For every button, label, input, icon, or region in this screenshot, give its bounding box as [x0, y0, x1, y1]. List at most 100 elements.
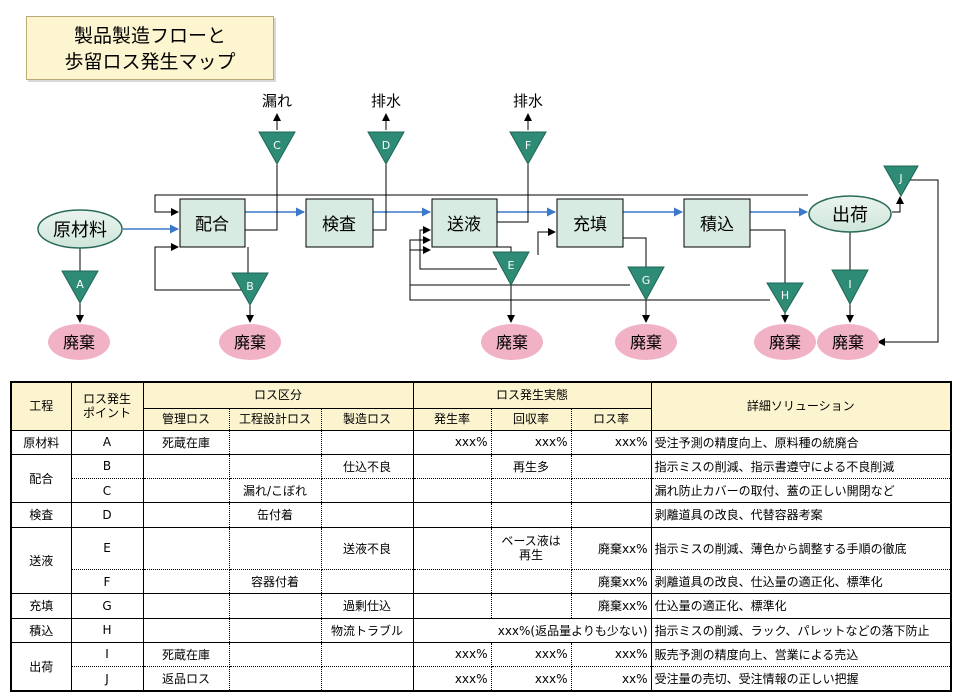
table-row: 配合 B 仕込不良 再生多 指示ミスの削減、指示書遵守による不良削減 [10, 453, 952, 504]
row-point: D [70, 502, 144, 528]
drain-label-d: 排水 [371, 92, 401, 110]
process-boxes: 配合 検査 送液 充填 積込 [179, 198, 751, 248]
shipping-node: 出荷 [808, 195, 892, 233]
row-loss-rate [570, 478, 652, 504]
loss-point-j: J [883, 165, 919, 198]
row-design [228, 526, 322, 571]
row-occurrence: xxx% [412, 429, 492, 455]
row-recovery: 再生多 [490, 453, 572, 480]
line-inspect-d [373, 164, 387, 231]
row-process: 原材料 [10, 429, 72, 455]
row-loss-rate [570, 502, 652, 528]
title-line-2: 歩留ロス発生マップ [64, 51, 236, 73]
row-occurrence: xxx% [412, 641, 492, 668]
row-manufacturing [320, 429, 414, 455]
drain-label-f: 排水 [513, 92, 543, 110]
waste-g: 廃棄 [615, 324, 677, 360]
flow-diagram: 原材料 配合 検査 送液 充填 積込 [37, 92, 939, 360]
loss-point-d: D [367, 131, 405, 166]
row-design [228, 429, 322, 455]
process-load: 積込 [683, 198, 751, 248]
row-occurrence [412, 593, 492, 619]
header-solution: 詳細ソリューション [650, 381, 952, 431]
process-inspect-label: 検査 [322, 215, 356, 235]
waste-i: 廃棄 [817, 324, 879, 360]
row-management [142, 569, 230, 595]
row-loss-rate [570, 453, 652, 480]
row-process: 配合 [10, 453, 72, 504]
waste-i-label: 廃棄 [832, 333, 864, 352]
process-load-label: 積込 [700, 215, 734, 235]
loss-point-i: I [831, 269, 869, 306]
row-management [142, 453, 230, 480]
row-management [142, 617, 230, 643]
table-row: 送液 E 送液不良 ベース液は 再生 廃棄xx% 指示ミスの削減、薄色から調整す… [10, 526, 952, 595]
row-manufacturing [320, 569, 414, 595]
raw-material-node: 原材料 [37, 209, 123, 249]
row-recovery: ベース液は 再生 [490, 526, 572, 571]
row-management [142, 526, 230, 571]
row-design [228, 666, 322, 692]
row-recovery [490, 569, 572, 595]
row-point: E [70, 526, 144, 571]
row-solution: 剥離道具の改良、仕込量の適正化、標準化 [650, 569, 952, 595]
row-solution: 仕込量の適正化、標準化 [650, 593, 952, 619]
row-loss-rate: 廃棄xx% [570, 569, 652, 595]
row-manufacturing: 過剰仕込 [320, 593, 414, 619]
row-solution: 販売予測の精度向上、営業による売込 [650, 641, 952, 668]
row-loss-rate: 廃棄xx% [570, 526, 652, 571]
header-management: 管理ロス [142, 407, 230, 431]
row-recovery [490, 593, 572, 619]
header-point: ロス発生 ポイント [70, 381, 144, 431]
process-fill-label: 充填 [573, 215, 607, 235]
loss-point-a-label: A [76, 278, 84, 291]
process-send-label: 送液 [447, 215, 481, 235]
row-occurrence [412, 526, 492, 571]
row-point: B [70, 453, 144, 480]
row-solution: 剥離道具の改良、代替容器考案 [650, 502, 952, 528]
row-loss-rate: xx% [570, 666, 652, 692]
row-solution: 指示ミスの削減、指示書遵守による不良削減 [650, 453, 952, 480]
header-recovery: 回収率 [490, 407, 572, 431]
loss-point-c-label: C [273, 139, 281, 152]
row-manufacturing: 仕込不良 [320, 453, 414, 480]
header-category: ロス区分 [142, 381, 414, 409]
row-point: I [70, 641, 144, 668]
row-manufacturing [320, 641, 414, 668]
row-point: C [70, 478, 144, 504]
row-process: 充填 [10, 593, 72, 619]
row-design [228, 593, 322, 619]
header-design: 工程設計ロス [228, 407, 322, 431]
row-recovery [490, 478, 572, 504]
process-mix-label: 配合 [195, 215, 229, 235]
row-management: 返品ロス [142, 666, 230, 692]
process-mix: 配合 [179, 198, 246, 248]
row-management [142, 593, 230, 619]
table-row: 出荷 I 死蔵在庫 xxx% xxx% xxx% 販売予測の精度向上、営業による… [10, 641, 952, 692]
loss-point-d-label: D [382, 139, 390, 152]
row-recovery-line-1: ベース液は [501, 534, 561, 549]
loss-point-f: F [509, 131, 547, 166]
loss-point-h: H [766, 282, 804, 314]
waste-b: 廃棄 [219, 324, 281, 360]
leak-label: 漏れ [262, 92, 292, 110]
row-recovery: xxx% [490, 666, 572, 692]
page-title: 製品製造フローと 歩留ロス発生マップ [26, 16, 274, 80]
loss-point-f-label: F [525, 139, 531, 152]
row-solution: 漏れ防止カバーの取付、蓋の正しい開閉など [650, 478, 952, 504]
table-row: J 返品ロス xxx% xxx% xx% 受注量の売切、受注情報の正しい把握 [11, 666, 952, 692]
row-manufacturing: 物流トラブル [320, 617, 414, 643]
row-occurrence [412, 569, 492, 595]
row-recovery: xxx% [490, 641, 572, 668]
row-design: 缶付着 [228, 502, 322, 528]
row-point: H [70, 617, 144, 643]
table-row: 積込 H 物流トラブル xxx%(返品量よりも少ない) 指示ミスの削減、ラック、… [10, 617, 952, 643]
waste-g-label: 廃棄 [630, 333, 662, 352]
header-occurrence: 発生率 [412, 407, 492, 431]
table-row: F 容器付着 廃棄xx% 剥離道具の改良、仕込量の適正化、標準化 [11, 569, 952, 595]
row-point: F [70, 569, 144, 595]
loss-table-container: 工程 ロス発生 ポイント ロス区分 ロス発生実態 詳細ソリューション 管理ロス … [10, 381, 953, 692]
row-process: 出荷 [10, 641, 72, 692]
row-management [142, 502, 230, 528]
loss-point-e-label: E [508, 259, 515, 272]
